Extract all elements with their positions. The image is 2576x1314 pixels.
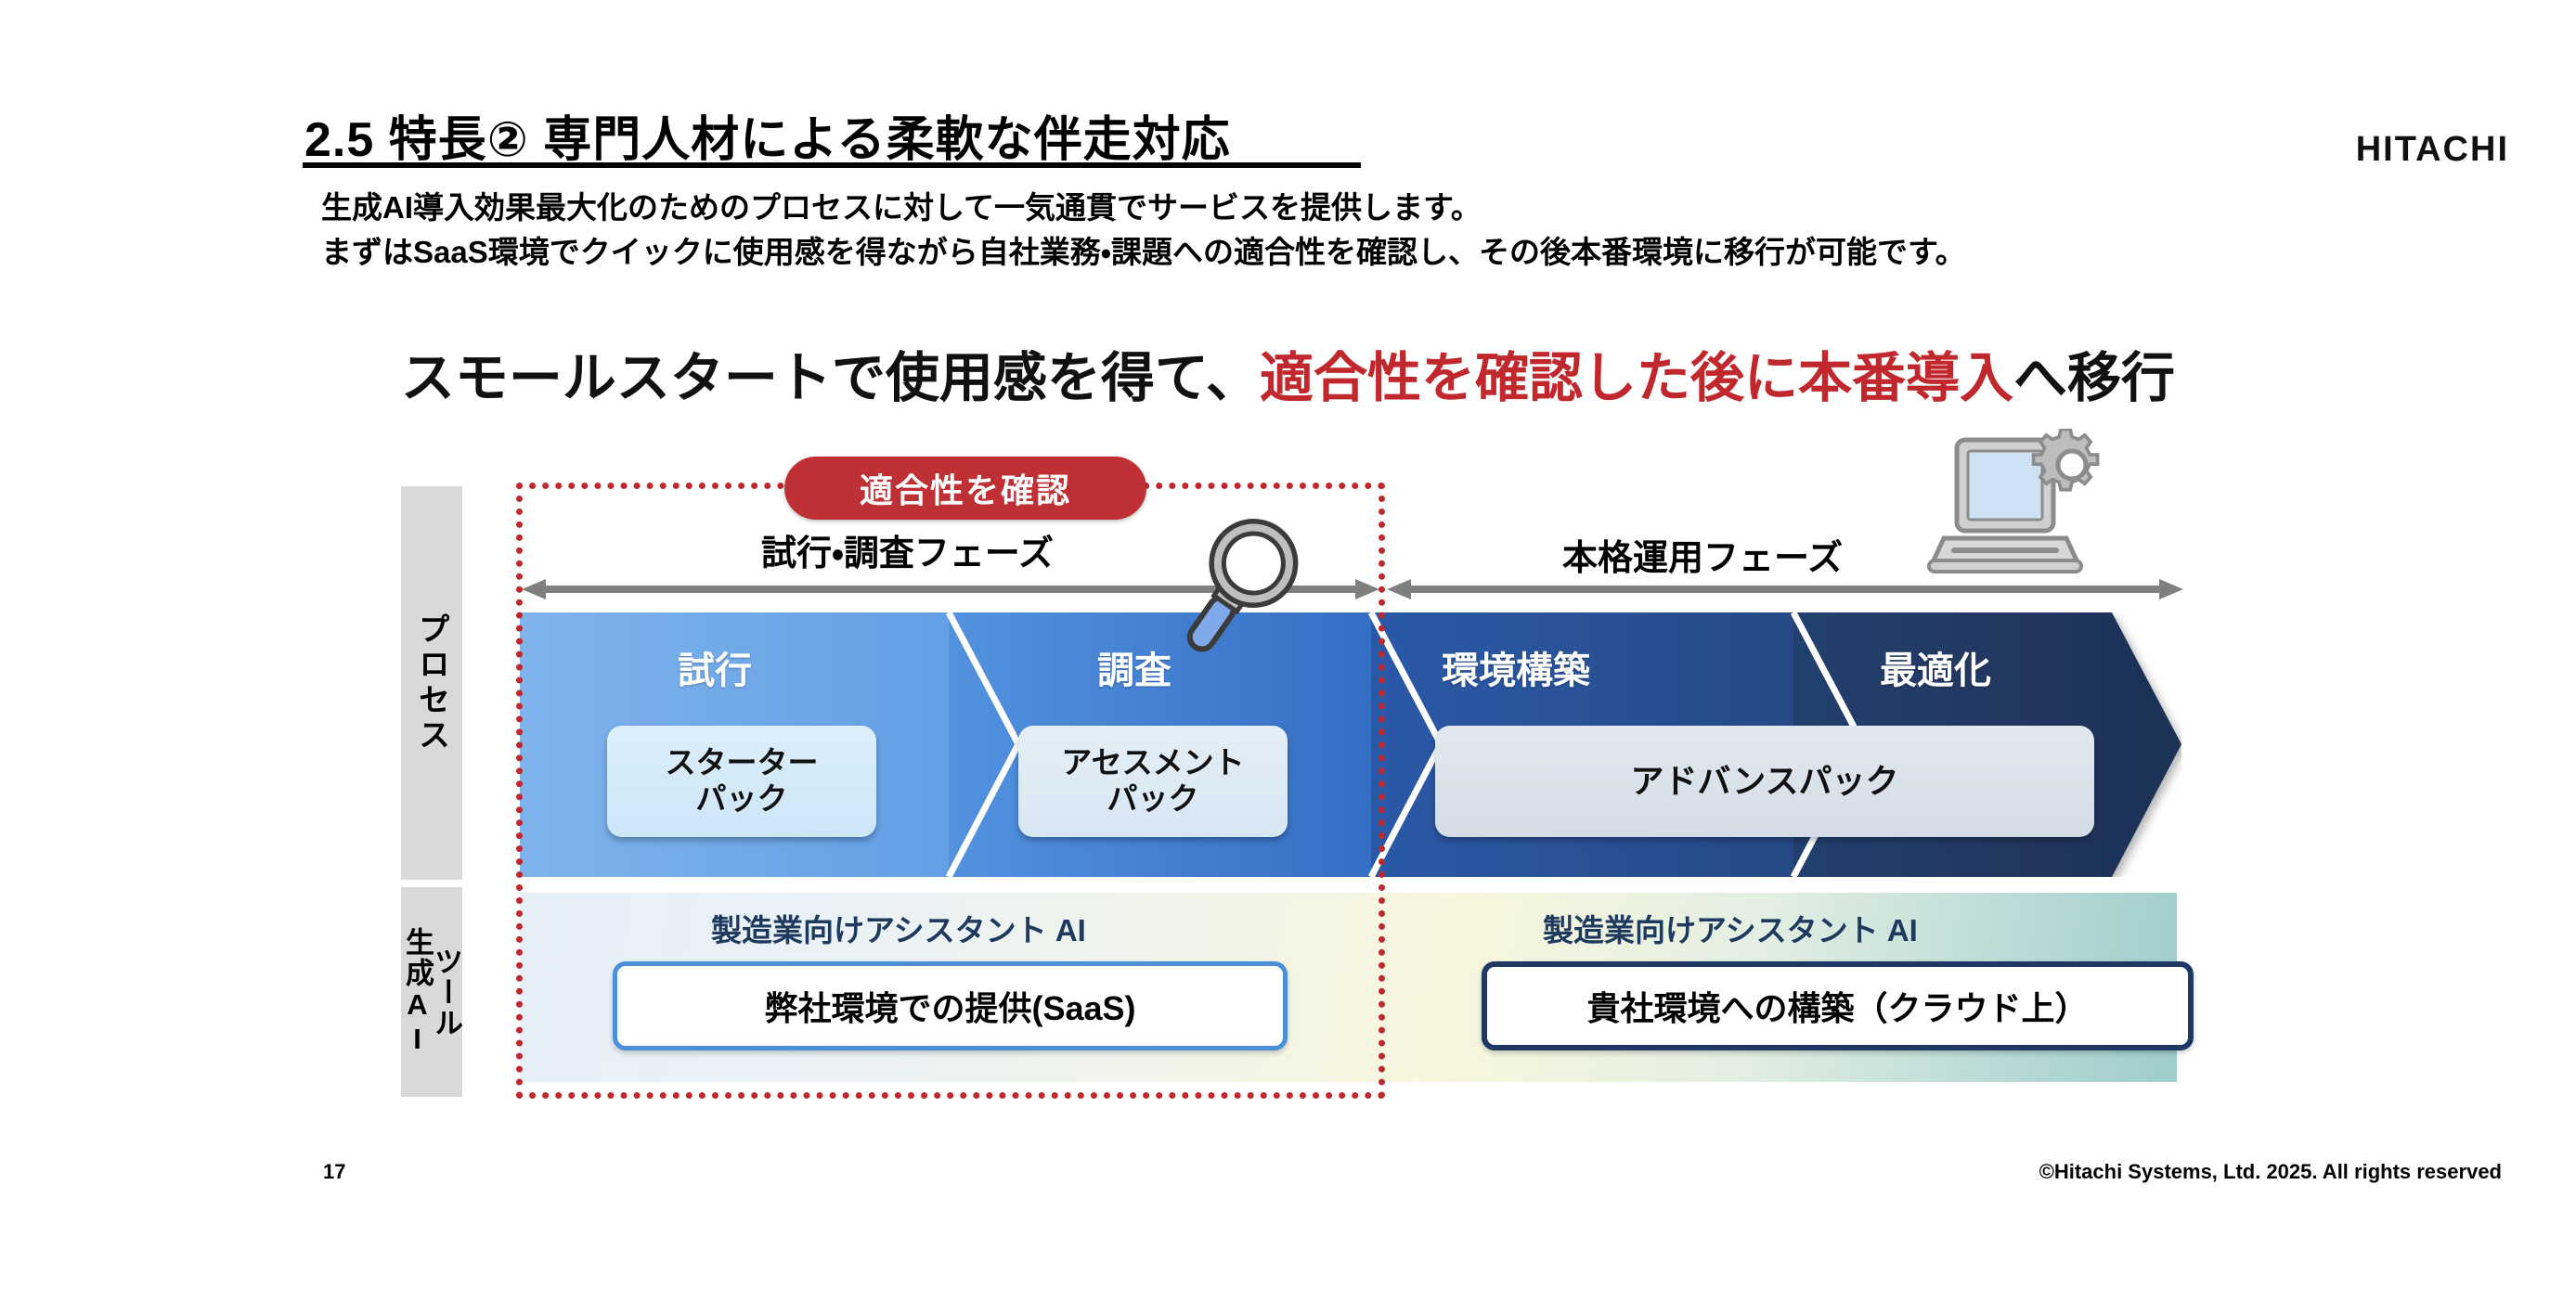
- headline-part-3: へ移行: [2013, 348, 2176, 408]
- process-step-label-4: 最適化: [1880, 651, 1991, 691]
- arrow-head-right: [2159, 579, 2183, 599]
- row-label-tool: ツール 生成AI: [401, 887, 462, 1097]
- tool-heading-saas: 製造業向けアシスタント AI: [711, 913, 1086, 947]
- pack-box-starter: スターター パック: [607, 726, 876, 837]
- row-label-tool-line2: ツール: [430, 946, 462, 1038]
- phase-arrow-left: [522, 579, 1379, 599]
- arrow-bar-left: [544, 586, 1357, 593]
- arrow-head-left-right: [1355, 579, 1379, 599]
- lead-line-2: まずはSaaS環境でクイックに使用感を得ながら自社業務・課題への適合性を確認し、…: [321, 234, 1966, 269]
- tool-heading-cloud: 製造業向けアシスタント AI: [1543, 913, 1918, 947]
- title-underline: [303, 162, 1361, 168]
- page-title: 2.5 特長② 専門人材による柔軟な伴走対応: [304, 113, 1231, 167]
- pack-advance-label: アドバンスパック: [1630, 761, 1899, 800]
- arrow-head-left: [522, 579, 546, 599]
- row-label-process: プロセス: [401, 486, 462, 880]
- hitachi-logo: HITACHI: [2355, 130, 2509, 169]
- row-label-tool-line1: 生成AI: [401, 927, 434, 1057]
- process-step-label-3: 環境構築: [1442, 651, 1590, 691]
- phase-arrow-right: [1387, 579, 2183, 599]
- tool-box-saas: 弊社環境での提供(SaaS): [613, 961, 1288, 1050]
- headline: スモールスタートで使用感を得て、適合性を確認した後に本番導入へ移行: [0, 334, 2576, 412]
- gear-icon: [2031, 429, 2100, 492]
- tool-box-cloud: 貴社環境への構築（クラウド上）: [1482, 961, 2194, 1050]
- status-badge-compatibility: 適合性を確認: [784, 457, 1146, 520]
- laptop-body: [1927, 437, 2083, 573]
- lead-line-1: 生成AI導入効果最大化のためのプロセスに対して一気通貫でサービスを提供します。: [321, 190, 1482, 225]
- pack-starter-line1: スターター: [665, 745, 819, 780]
- headline-part-2-highlight: 適合性を確認した後に本番導入: [1260, 348, 2014, 408]
- magnifier-icon: [1186, 519, 1299, 652]
- pack-assessment-line1: アセスメント: [1061, 745, 1245, 780]
- phase-caption-production: 本格運用フェーズ: [1562, 539, 1844, 578]
- row-label-process-text: プロセス: [413, 612, 449, 754]
- arrow-head-right-left: [1387, 579, 1411, 599]
- pack-box-advance: アドバンスパック: [1435, 726, 2094, 837]
- headline-part-1: スモールスタートで使用感を得て、: [400, 348, 1261, 408]
- process-step-label-2: 調査: [1097, 651, 1171, 691]
- pack-starter-line2: パック: [695, 781, 788, 816]
- arrow-bar-right: [1409, 586, 2161, 593]
- phase-caption-trial: 試行・調査フェーズ: [761, 535, 1055, 573]
- page-number: 17: [323, 1160, 346, 1183]
- laptop-gear-icon: [1927, 429, 2100, 573]
- pack-assessment-line2: パック: [1107, 781, 1199, 816]
- lead-paragraph: 生成AI導入効果最大化のためのプロセスに対して一気通貫でサービスを提供します。 …: [321, 186, 2271, 275]
- pack-box-assessment: アセスメント パック: [1018, 726, 1288, 837]
- process-step-label-1: 試行: [678, 651, 752, 691]
- copyright-notice: ©Hitachi Systems, Ltd. 2025. All rights …: [2039, 1160, 2502, 1183]
